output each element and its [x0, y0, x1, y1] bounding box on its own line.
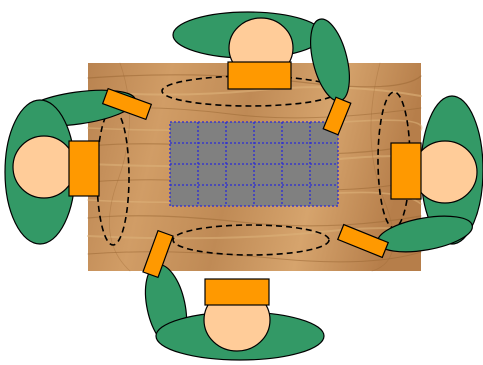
player-west-tile-rack: [69, 141, 99, 196]
tile-grid: [170, 122, 338, 206]
player-east-head: [413, 141, 477, 203]
player-south-tile-rack: [205, 279, 269, 305]
player-north-tile-rack: [228, 62, 291, 89]
player-west-head: [13, 136, 75, 198]
player-east-tile-rack: [391, 143, 421, 199]
